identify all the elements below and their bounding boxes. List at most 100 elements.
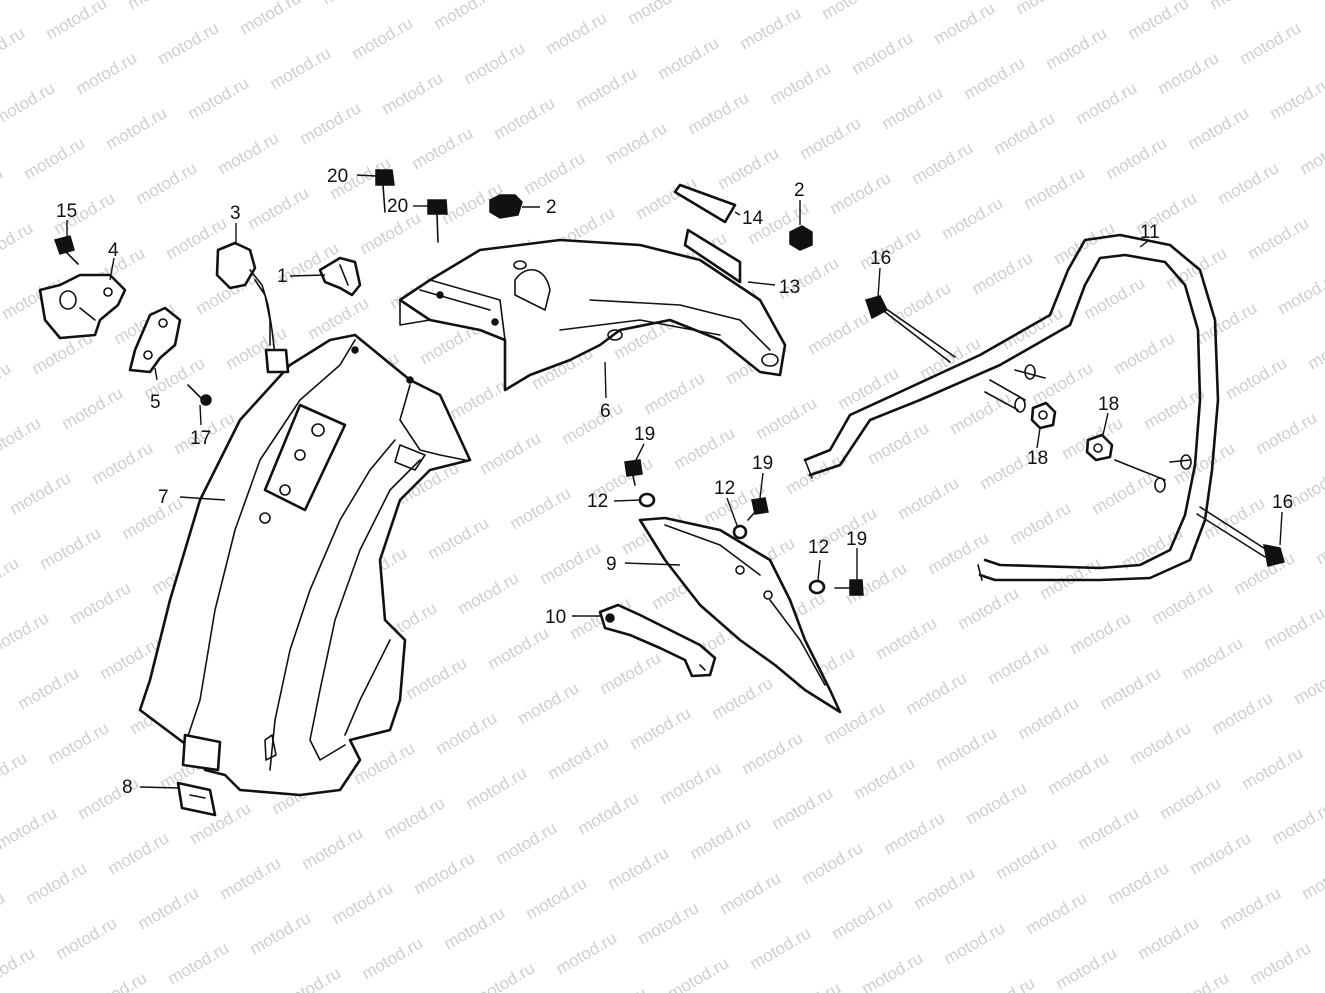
watermark-text: motod.ru [1245, 213, 1313, 263]
watermark-text: motod.ru [349, 13, 417, 63]
watermark-text: motod.ru [991, 108, 1059, 158]
watermark-text: motod.ru [43, 0, 111, 43]
watermark-text: motod.ru [1135, 913, 1203, 963]
leader-lines [66, 174, 1283, 789]
watermark-text: motod.ru [1021, 163, 1089, 213]
watermark-text: motod.ru [53, 913, 121, 963]
watermark-text: motod.ru [297, 98, 365, 148]
callout-20b: 20 [387, 196, 408, 217]
watermark-text: motod.ru [553, 928, 621, 978]
watermark-text: motod.ru [0, 358, 14, 408]
callout-18a: 18 [1027, 448, 1048, 469]
watermark-text: motod.ru [237, 0, 305, 38]
watermark-text: motod.ru [1207, 0, 1275, 13]
watermark-text: motod.ru [881, 808, 949, 858]
watermark-text: motod.ru [1067, 608, 1135, 658]
part-4-bracket [38, 273, 127, 340]
watermark-text: motod.ru [1215, 158, 1283, 208]
watermark-text: motod.ru [0, 163, 6, 213]
watermark-text: motod.ru [1097, 663, 1165, 713]
watermark-text: motod.ru [1209, 688, 1277, 738]
part-5-plate [128, 306, 182, 374]
watermark-text: motod.ru [513, 0, 581, 3]
watermark-text: motod.ru [895, 473, 963, 523]
part-7-rear-fender [138, 333, 472, 797]
watermark-text: motod.ru [277, 963, 345, 993]
part-8-clip [176, 781, 217, 817]
watermark-text: motod.ru [747, 923, 815, 973]
watermark-text: motod.ru [425, 513, 493, 563]
watermark-text: motod.ru [625, 0, 693, 28]
part-9-inner-fender [638, 516, 842, 714]
watermark-text: motod.ru [1037, 553, 1105, 603]
callout-15: 15 [56, 201, 77, 222]
watermark-text: motod.ru [849, 28, 917, 78]
watermark-text: motod.ru [0, 748, 30, 798]
part-19-screw-b [747, 497, 769, 521]
callout-1: 1 [277, 266, 288, 287]
watermark-text: motod.ru [903, 668, 971, 718]
watermark-text: motod.ru [947, 388, 1015, 438]
watermark-text: motod.ru [1267, 73, 1325, 123]
callout-18b: 18 [1098, 394, 1119, 415]
callout-13: 13 [779, 277, 800, 298]
watermark-text: motod.ru [1193, 298, 1261, 348]
part-1-clamp [318, 256, 362, 297]
part-12-grommet-b [732, 524, 748, 540]
watermark-text: motod.ru [1313, 518, 1325, 568]
watermark-text: motod.ru [829, 893, 897, 943]
watermark-text: motod.ru [961, 53, 1029, 103]
callout-8: 8 [122, 777, 133, 798]
watermark-text: motod.ru [993, 833, 1061, 883]
watermark-text: motod.ru [1253, 408, 1321, 458]
callout-20a: 20 [327, 166, 348, 187]
part-3-socket [215, 241, 290, 374]
part-6-fender-upper [398, 238, 787, 392]
callout-14: 14 [742, 208, 764, 229]
watermark-text: motod.ru [1305, 323, 1325, 373]
watermark-text: motod.ru [165, 938, 233, 988]
part-16-bolt-a [865, 295, 956, 363]
watermark-text: motod.ru [125, 0, 193, 13]
watermark-text: motod.ru [1275, 268, 1325, 318]
callout-10: 10 [545, 607, 566, 628]
callout-12b: 12 [714, 478, 735, 499]
watermark-text: motod.ru [1291, 658, 1325, 708]
watermark-text: motod.ru [0, 553, 22, 603]
watermark-text: motod.ru [879, 83, 947, 133]
watermark-text: motod.ru [1247, 938, 1315, 988]
watermark-text: motod.ru [777, 978, 845, 993]
watermark-text: motod.ru [105, 828, 173, 878]
watermark-text: motod.ru [1217, 883, 1285, 933]
watermark-text: motod.ru [247, 908, 315, 958]
watermark-text: motod.ru [507, 483, 575, 533]
callout-16a: 16 [870, 248, 891, 269]
watermark-text: motod.ru [1261, 603, 1325, 653]
watermark-text: motod.ru [59, 383, 127, 433]
watermark-text: motod.ru [583, 983, 651, 993]
watermark-text: motod.ru [461, 38, 529, 88]
watermark-text: motod.ru [1127, 718, 1195, 768]
watermark-text: motod.ru [0, 943, 38, 993]
watermark-text: motod.ru [1023, 888, 1091, 938]
watermark-text: motod.ru [737, 3, 805, 53]
watermark-text: motod.ru [23, 858, 91, 908]
watermark-text: motod.ru [133, 158, 201, 208]
watermark-text: motod.ru [717, 868, 785, 918]
watermark-text: motod.ru [1089, 468, 1157, 518]
watermark-text: motod.ru [217, 853, 285, 903]
watermark-text: motod.ru [971, 973, 1039, 993]
watermark-text: motod.ru [267, 43, 335, 93]
watermark-text: motod.ru [523, 873, 591, 923]
watermark-text: motod.ru [1223, 353, 1291, 403]
watermark-text: motod.ru [0, 78, 58, 128]
callout-5: 5 [150, 392, 161, 413]
watermark-text: motod.ru [381, 793, 449, 843]
watermark-text: motod.ru [545, 733, 613, 783]
watermark-text: motod.ru [819, 0, 887, 23]
watermark-text: motod.ru [665, 953, 733, 993]
watermark-text: motod.ru [403, 653, 471, 703]
watermark-text: motod.ru [1075, 803, 1143, 853]
part-16-bolt-b [1196, 506, 1285, 567]
